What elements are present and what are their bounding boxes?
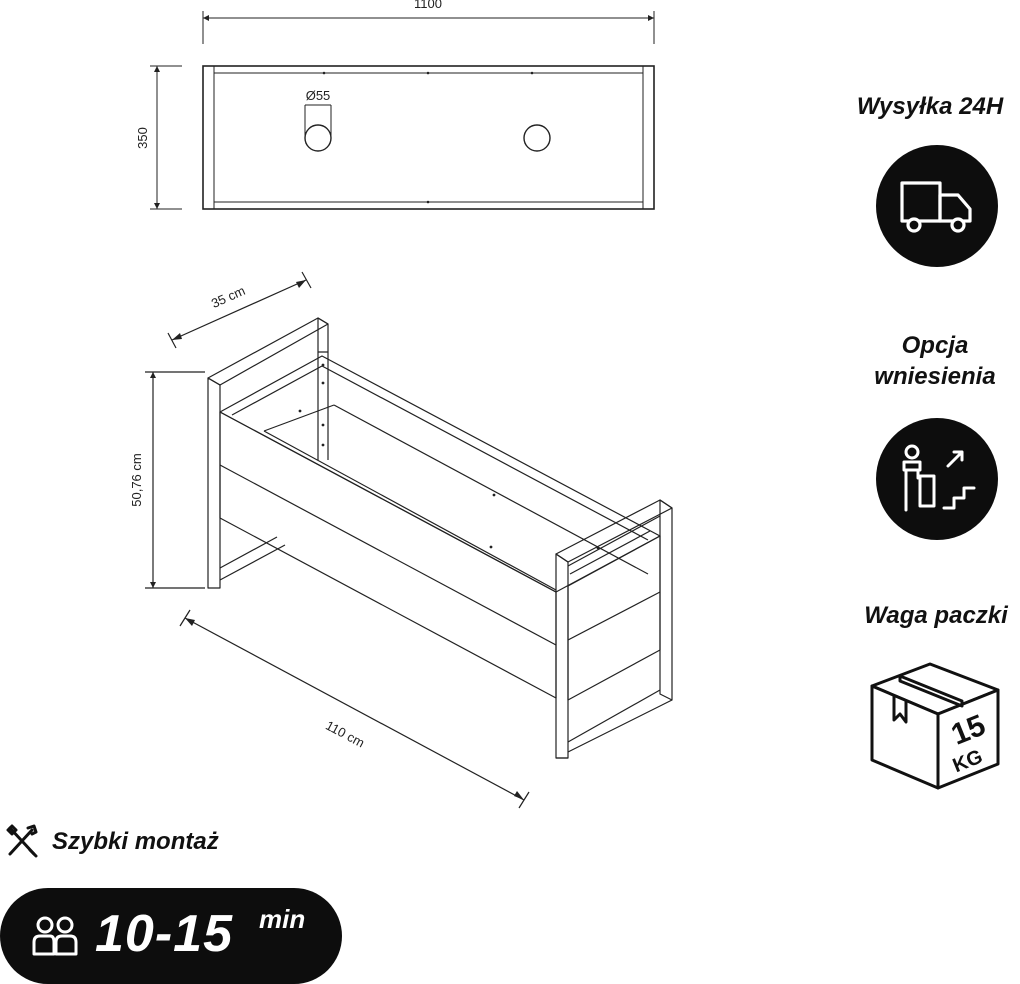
assembly-time-value: 10-15 xyxy=(95,905,233,963)
tools-icon xyxy=(6,824,38,858)
top-depth-label: 350 xyxy=(135,127,150,149)
carry-in-badge xyxy=(876,418,998,540)
shipping-badge xyxy=(876,145,998,267)
person-stairs-icon xyxy=(902,444,976,512)
delivery-truck-icon xyxy=(900,181,972,233)
iso-height-label: 50,76 cm xyxy=(129,453,144,506)
hole-diameter-label: Ø55 xyxy=(306,88,331,103)
two-people-icon xyxy=(32,916,78,956)
weight-title: Waga paczki xyxy=(864,602,1008,629)
iso-length-label: 110 cm xyxy=(323,718,367,751)
iso-depth-label: 35 cm xyxy=(209,283,247,311)
assembly-time-pill: 10-15 min xyxy=(0,888,342,984)
carry-in-title-line2: wniesienia xyxy=(874,363,996,390)
top-view-drawing: 1100 350 Ø55 xyxy=(135,0,655,210)
shipping-title: Wysyłka 24H xyxy=(856,93,1004,120)
assembly-time-unit: min xyxy=(259,904,306,934)
carry-in-title-line1: Opcja xyxy=(901,332,969,359)
assembly-label: Szybki montaż xyxy=(52,828,219,855)
package-box-icon: 15 KG xyxy=(870,662,1000,790)
top-width-label: 1100 xyxy=(414,0,442,11)
carry-in-title: Opcja wniesienia xyxy=(840,330,1020,392)
isometric-drawing: 35 cm 50,76 cm 110 cm xyxy=(129,271,673,809)
